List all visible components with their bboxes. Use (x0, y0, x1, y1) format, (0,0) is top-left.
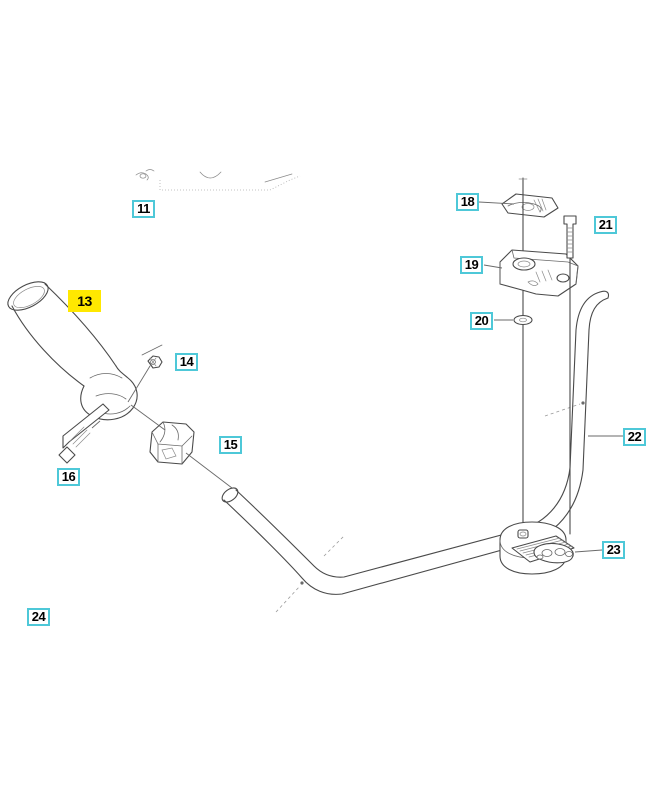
part-label-24[interactable]: 24 (27, 608, 50, 626)
part-23-control-housing (499, 521, 603, 575)
part-16-screw (58, 403, 110, 464)
part-label-14[interactable]: 14 (175, 353, 198, 371)
part-11-cutoff-bracket (135, 169, 301, 191)
part-18-retaining-plate (478, 193, 559, 218)
part-13-handle-grip (7, 281, 138, 421)
part-label-18[interactable]: 18 (456, 193, 479, 211)
part-label-13[interactable]: 13 (68, 290, 101, 312)
part-label-22[interactable]: 22 (623, 428, 646, 446)
part-label-21[interactable]: 21 (594, 216, 617, 234)
part-14-nut (127, 344, 163, 403)
vertical-guide-rod (518, 177, 528, 535)
part-label-19[interactable]: 19 (460, 256, 483, 274)
part-label-23[interactable]: 23 (602, 541, 625, 559)
part-19-mounting-bracket-plate (483, 249, 579, 297)
part-21-threaded-bolt (563, 215, 577, 535)
part-label-16[interactable]: 16 (57, 468, 80, 486)
part-label-15[interactable]: 15 (219, 436, 242, 454)
part-label-11[interactable]: 11 (132, 200, 155, 218)
part-20-washer (494, 314, 533, 326)
handlebar-tube-left (221, 487, 521, 613)
part-label-20[interactable]: 20 (470, 312, 493, 330)
part-15-clamp-block (130, 404, 233, 489)
